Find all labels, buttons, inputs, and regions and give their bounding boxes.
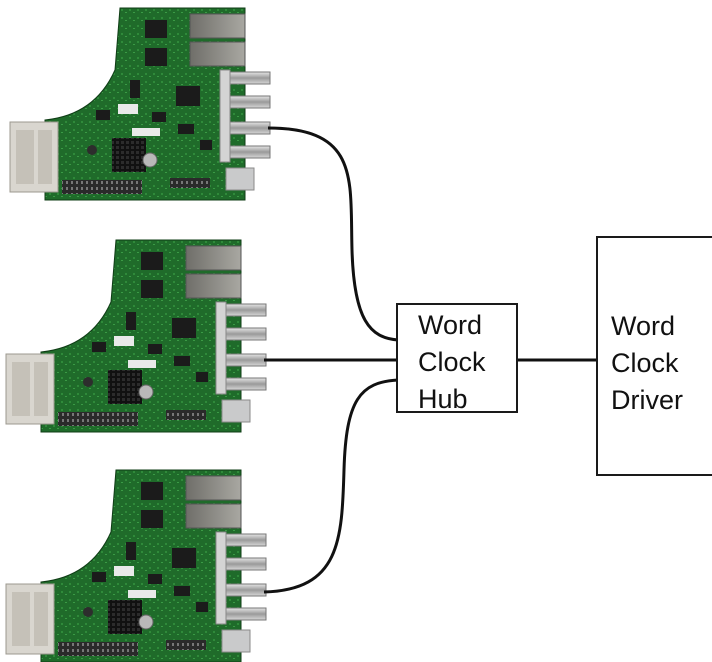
circuit-board-image-bottom: [5, 469, 267, 662]
word-clock-hub-box: [396, 303, 518, 413]
circuit-board-image-top: [9, 7, 271, 201]
word-clock-hub-label: Word Clock Hub: [418, 310, 486, 414]
circuit-board-image-middle: [5, 239, 267, 433]
word-clock-driver-label: Word Clock Driver: [611, 311, 683, 415]
cable-top-board-to-hub: [267, 126, 399, 342]
word-clock-driver-box: [596, 236, 712, 476]
cable-bottom-board-to-hub: [263, 378, 399, 594]
